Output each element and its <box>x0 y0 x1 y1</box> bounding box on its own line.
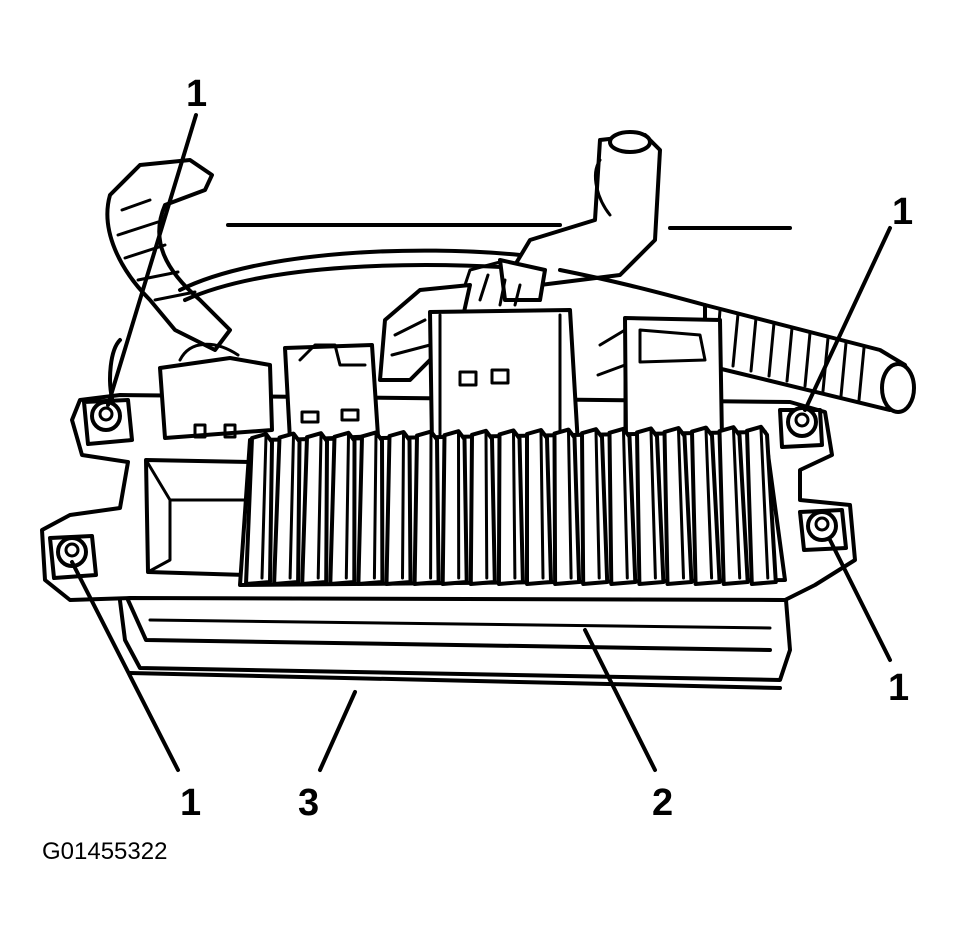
heat-sink-fin <box>607 426 638 586</box>
callout-1-top-right: 1 <box>892 191 913 233</box>
heat-sink-fin-edge <box>288 434 295 580</box>
bolt-bottom-left <box>48 534 98 580</box>
heat-sink-fin <box>717 425 750 586</box>
heat-sink <box>238 424 787 587</box>
bolt-top-right <box>778 406 824 449</box>
heat-sink-fin-edge <box>759 427 770 580</box>
wire-harness-left <box>105 158 522 400</box>
heat-sink-fin <box>580 427 610 586</box>
mounting-bolts <box>48 398 848 580</box>
heat-sink-fin <box>662 426 694 586</box>
heat-sink-fin <box>356 430 385 586</box>
bolt-bottom-right <box>798 508 848 552</box>
heat-sink-fin-edge <box>401 432 405 580</box>
heat-sink-fin-edge <box>539 430 545 580</box>
heat-sink-fin-edge <box>316 433 323 580</box>
callout-labels: 1 1 1 1 3 2 <box>180 73 913 824</box>
callout-1-top-left: 1 <box>186 73 207 115</box>
bolt-top-left <box>82 398 134 446</box>
heat-sink-fin-edge <box>732 427 742 580</box>
connectors <box>158 308 724 448</box>
heat-sink-fin-edge <box>567 430 573 580</box>
heat-sink-fin <box>300 431 329 586</box>
heat-sink-fin-edge <box>344 433 350 580</box>
heat-sink-fin-edge <box>622 429 629 580</box>
wire-harness-top <box>378 130 662 382</box>
heat-sink-fin <box>440 429 469 586</box>
heat-sink-fin <box>496 428 525 586</box>
callout-1-bottom-right: 1 <box>888 667 909 709</box>
heat-sink-fin <box>745 424 778 586</box>
heat-sink-fin <box>468 428 497 586</box>
heat-sink-fin <box>552 427 582 586</box>
heat-sink-fin <box>244 432 274 586</box>
background-lines <box>226 223 792 230</box>
heat-sink-fin-edge <box>594 429 601 580</box>
figure-id: G01455322 <box>42 838 168 865</box>
heat-sink-fin-edge <box>649 428 657 580</box>
heat-sink-fin <box>525 428 553 586</box>
heat-sink-fin-edge <box>704 428 714 580</box>
heat-sink-fin-edge <box>512 430 517 580</box>
heat-sink-fin <box>690 425 722 586</box>
heat-sink-fin <box>412 429 441 586</box>
leader-lines <box>70 113 892 772</box>
heat-sink-fin-edge <box>677 428 685 580</box>
callout-3-bracket: 3 <box>298 782 319 824</box>
callout-1-bottom-left: 1 <box>180 782 201 824</box>
heat-sink-fin-edge <box>372 432 378 580</box>
heat-sink-fin <box>272 431 302 586</box>
callout-2-module: 2 <box>652 782 673 824</box>
heat-sink-fin <box>328 430 357 586</box>
heat-sink-fin <box>384 430 413 586</box>
heat-sink-fin <box>635 426 666 586</box>
heat-sink-fin-edge <box>260 434 268 580</box>
heat-sink-fin-edge <box>484 431 489 580</box>
